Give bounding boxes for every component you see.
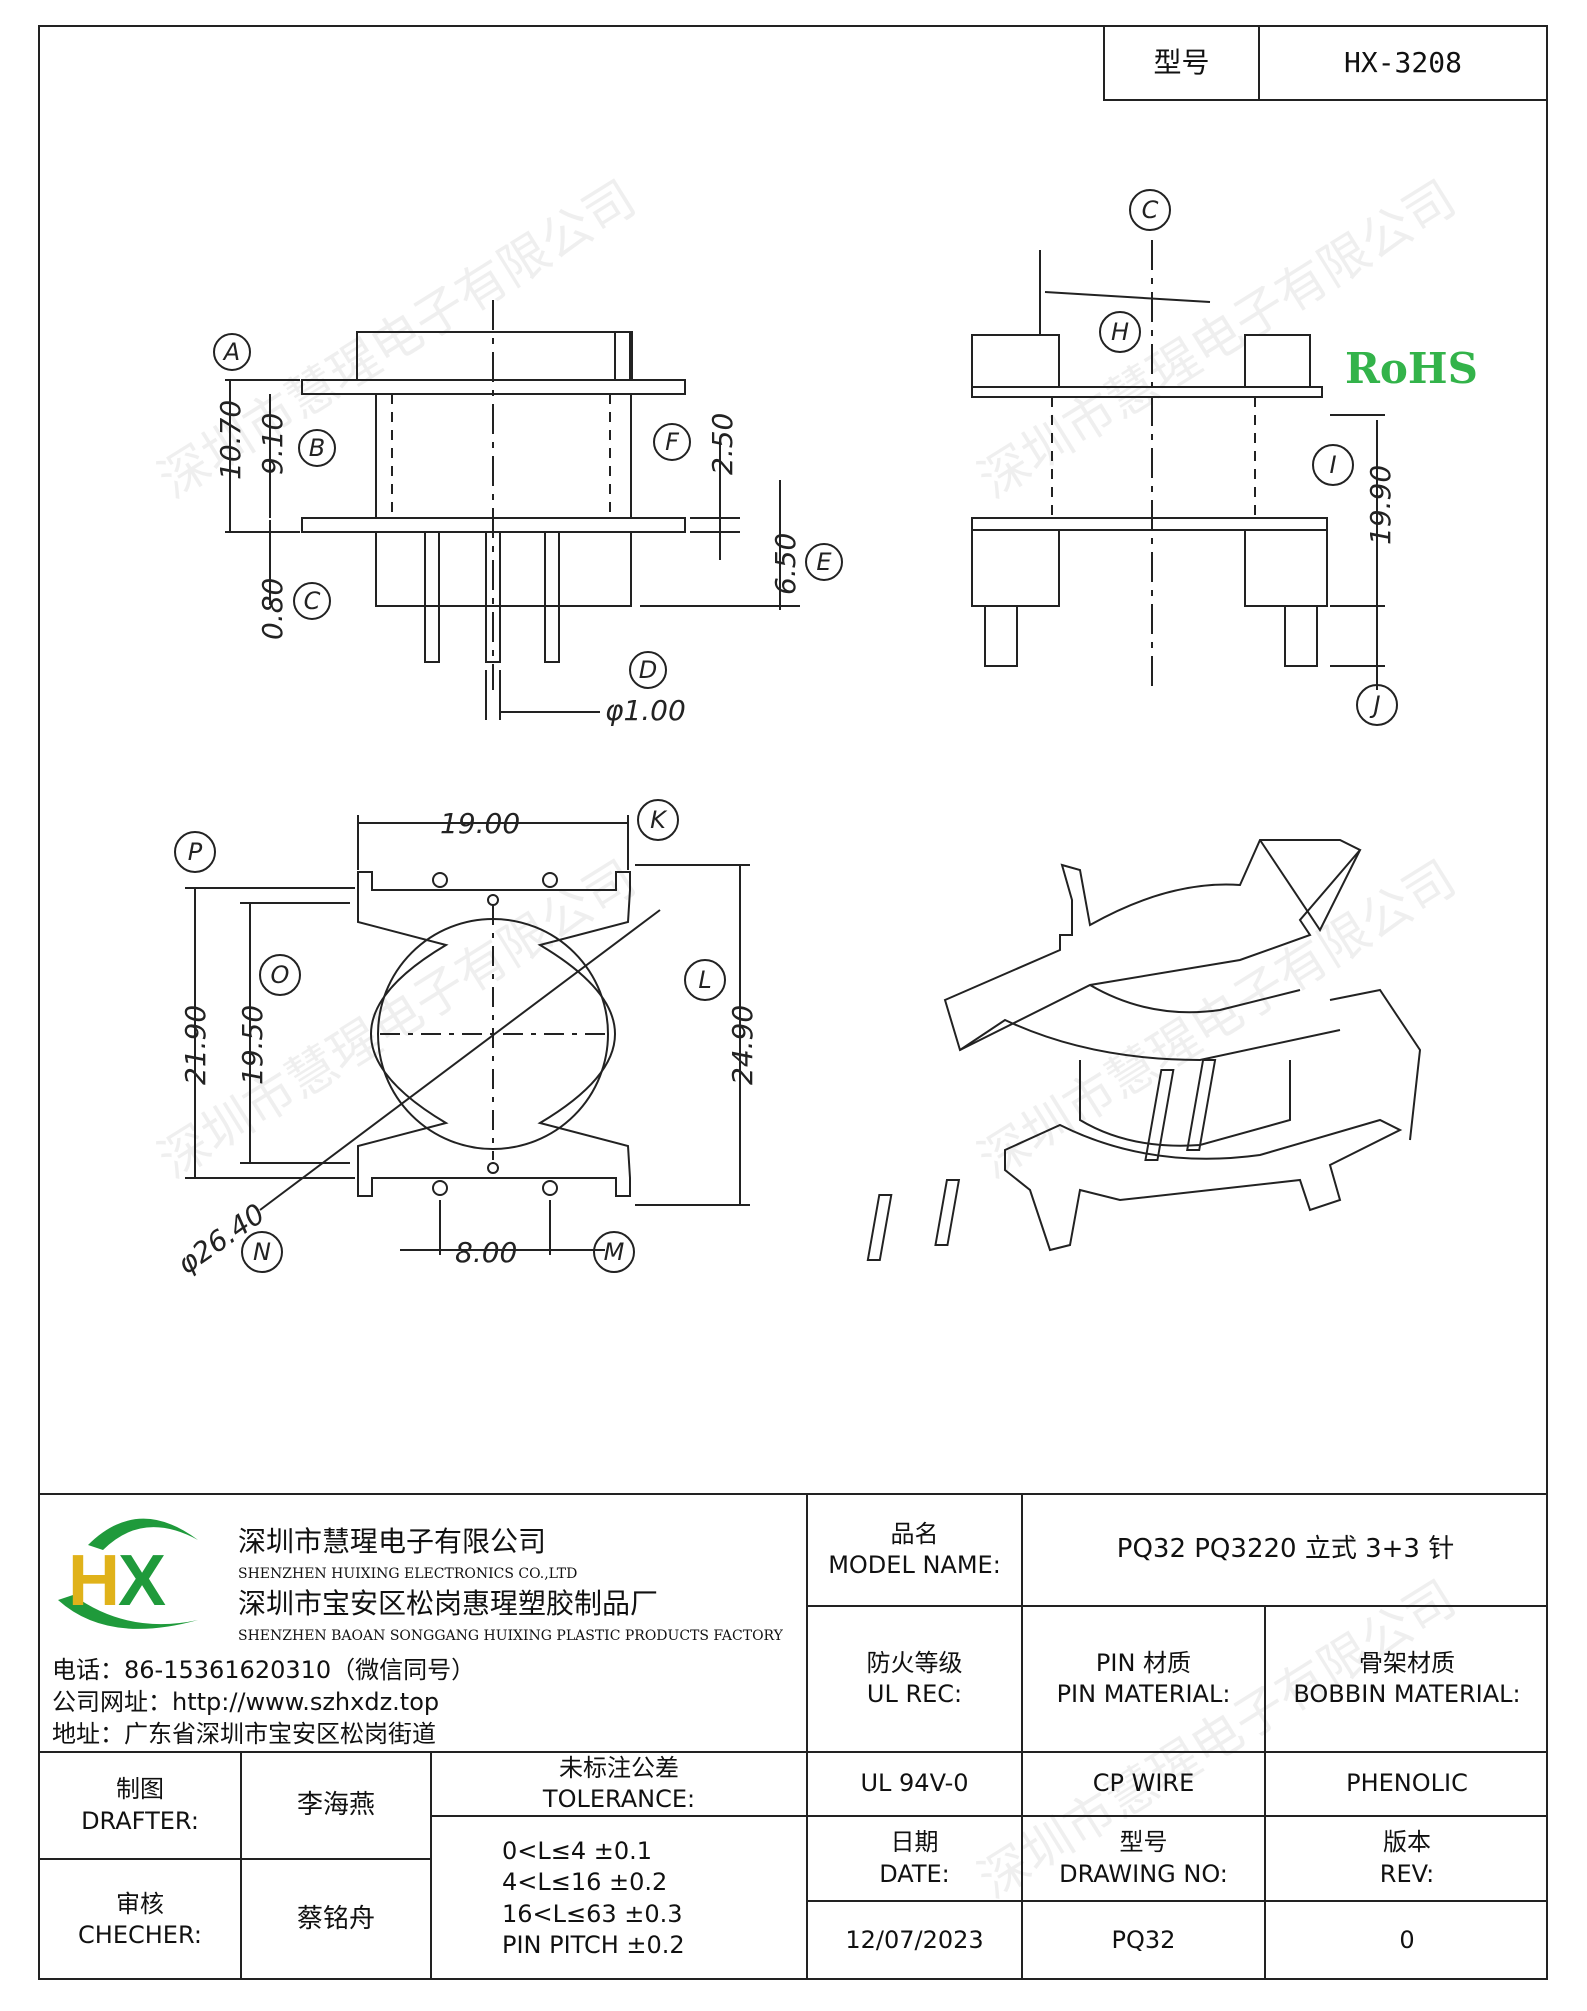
company-name-en: SHENZHEN HUIXING ELECTRONICS CO.,LTD (238, 1566, 578, 1582)
dim-10-70: 10.70 (214, 400, 247, 480)
checker-value: 蔡铭舟 (296, 1904, 375, 1935)
front-label-h: H (1111, 318, 1129, 346)
dim-8-00: 8.00 (455, 1236, 517, 1269)
rohs-mark: RoHS (1345, 344, 1478, 393)
company-address: 地址：广东省深圳市宝安区松岗街道 (52, 1720, 436, 1748)
front-label-c: C (1142, 196, 1159, 224)
company-logo: H X (58, 1518, 198, 1629)
dim-19-00: 19.00 (440, 807, 520, 840)
title-block-top-line (38, 1493, 1548, 1495)
dim-21-90: 21.90 (179, 1005, 212, 1085)
factory-name-cn: 深圳市宝安区松岗惠瑆塑胶制品厂 (238, 1587, 659, 1620)
side-label-f: F (665, 428, 680, 456)
dim-0-80: 0.80 (256, 578, 289, 640)
bobbin-material-value: PHENOLIC (1346, 1769, 1468, 1798)
technical-drawing: A B C D E F 10.70 9.10 0.80 φ1.00 6.50 2… (171, 189, 1478, 1281)
title-block-hline (806, 1605, 1548, 1607)
drafter-value: 李海燕 (296, 1789, 375, 1820)
rev-label: 版本 REV: (1379, 1828, 1435, 1888)
side-label-d: D (639, 656, 657, 684)
bottom-label-k: K (650, 806, 668, 834)
rev-value: 0 (1399, 1926, 1415, 1955)
logo-letter-h: H (68, 1541, 120, 1621)
title-block-vline (240, 1751, 242, 1980)
model-name-value: PQ32 PQ3220 立式 3+3 针 (1116, 1534, 1455, 1565)
bottom-label-o: O (271, 961, 290, 989)
title-block-hline (806, 1900, 1548, 1902)
front-label-i: I (1329, 451, 1336, 479)
side-view: A B C D E F 10.70 9.10 0.80 φ1.00 6.50 2… (213, 300, 843, 727)
date-label: 日期 DATE: (879, 1828, 950, 1888)
logo-letter-x: X (118, 1541, 166, 1621)
dim-2-50: 2.50 (706, 413, 739, 475)
side-label-b: B (309, 434, 325, 462)
bobbin-material-label: 骨架材质 BOBBIN MATERIAL: (1293, 1648, 1521, 1708)
dim-9-10: 9.10 (256, 413, 289, 475)
isometric-view (866, 839, 1422, 1261)
title-block-vline (430, 1751, 432, 1980)
drawing-no-value: PQ32 (1111, 1926, 1176, 1955)
bottom-label-l: L (698, 966, 711, 994)
title-block-vline (1264, 1605, 1266, 1980)
dim-19-50: 19.50 (236, 1005, 269, 1085)
title-block-hline (38, 1858, 430, 1860)
bottom-label-m: M (604, 1238, 625, 1266)
tolerance-label: 未标注公差 TOLERANCE: (542, 1753, 696, 1813)
factory-name-en: SHENZHEN BAOAN SONGGANG HUIXING PLASTIC … (238, 1628, 783, 1644)
dim-24-90: 24.90 (726, 1005, 759, 1085)
side-label-a: A (222, 338, 240, 366)
drawing-frame (38, 25, 1548, 1980)
drafter-label: 制图 DRAFTER: (81, 1775, 199, 1835)
tolerance-values: 0<L≤4 ±0.1 4<L≤16 ±0.2 16<L≤63 ±0.3 PIN … (502, 1837, 685, 1959)
title-block-hline (38, 1751, 1548, 1753)
front-view: C H I J 19.90 (971, 189, 1398, 726)
side-label-e: E (816, 548, 832, 576)
pin-material-value: CP WIRE (1092, 1769, 1195, 1798)
dim-6-50: 6.50 (769, 533, 802, 595)
dim-19-90: 19.90 (1364, 465, 1397, 545)
side-label-c: C (304, 587, 321, 615)
pin-material-label: PIN 材质 PIN MATERIAL: (1056, 1648, 1231, 1708)
ul-rec-value: UL 94V-0 (860, 1769, 969, 1798)
checker-label: 审核 CHECHER: (78, 1889, 202, 1949)
date-value: 12/07/2023 (845, 1926, 984, 1955)
model-name-label: 品名 MODEL NAME: (828, 1519, 1001, 1579)
ul-rec-label: 防火等级 UL REC: (866, 1648, 963, 1708)
dim-pin-dia: φ1.00 (605, 694, 686, 727)
title-block-vline (806, 1493, 808, 1980)
company-name-cn: 深圳市慧瑆电子有限公司 (238, 1525, 547, 1558)
drawing-no-label: 型号 DRAWING NO: (1059, 1828, 1228, 1888)
bottom-label-n: N (253, 1238, 271, 1266)
front-label-j: J (1369, 691, 1380, 719)
model-box-value: HX-3208 (1258, 25, 1548, 101)
title-block-hline (430, 1815, 1548, 1817)
company-website: 公司网址：http://www.szhxdz.top (52, 1688, 440, 1716)
company-phone: 电话：86-15361620310（微信同号） (52, 1656, 476, 1684)
title-block-vline (1021, 1493, 1023, 1980)
bottom-view: P K O L N M 19.00 21.90 19.50 24.90 φ26.… (171, 799, 759, 1281)
bottom-label-p: P (188, 838, 203, 866)
